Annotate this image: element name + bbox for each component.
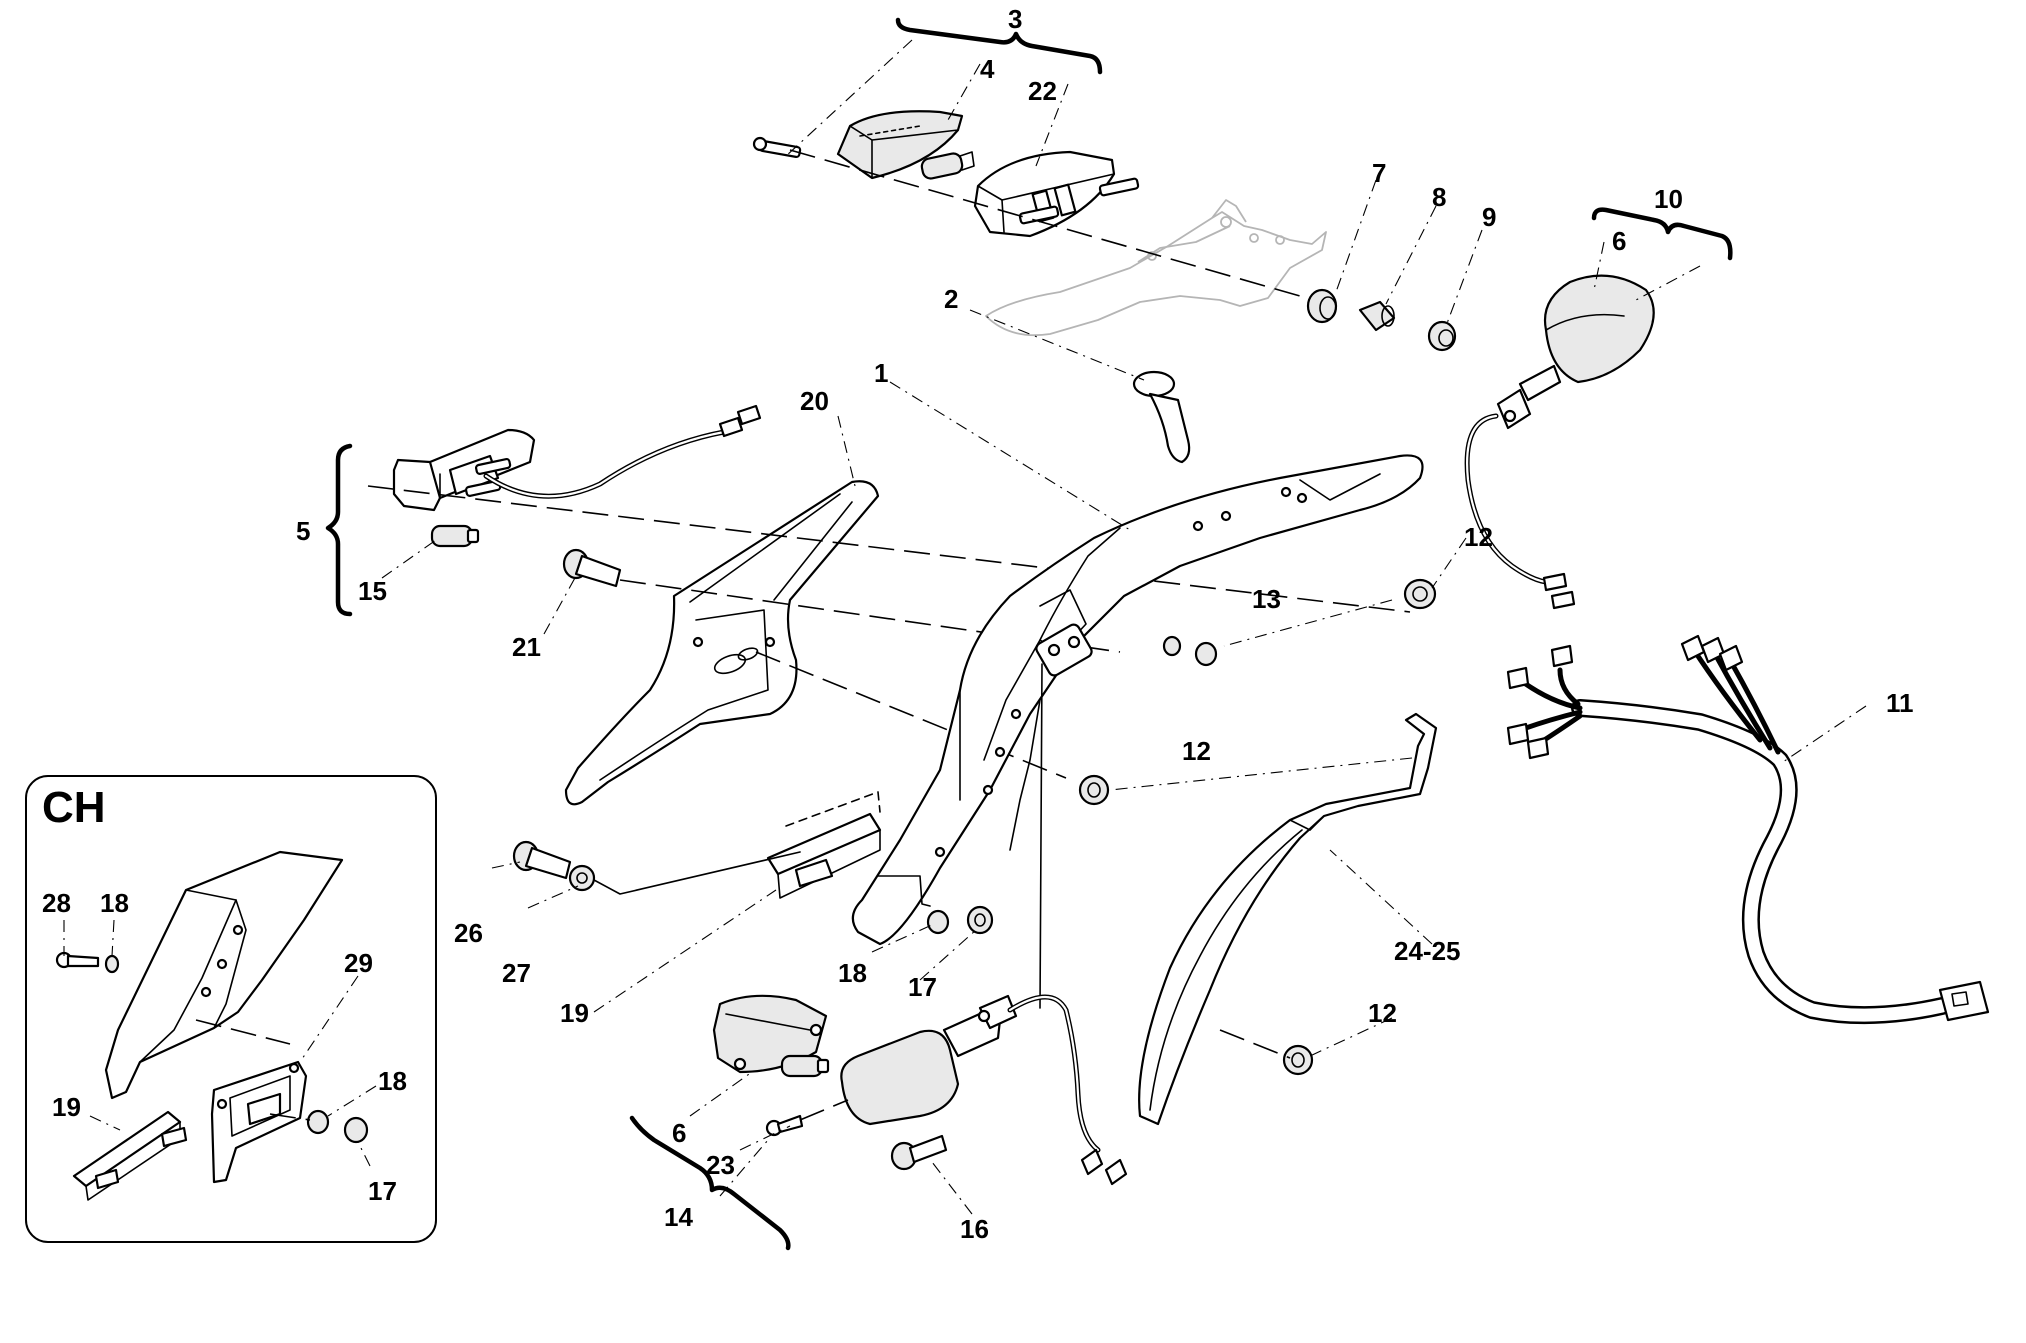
callout-8: 8 (1432, 182, 1446, 212)
tail-light-housing (973, 150, 1140, 238)
callout-15: 15 (358, 576, 387, 606)
plate-light-bulb (430, 524, 480, 548)
bolt-21 (562, 548, 622, 588)
tail-light-lens (836, 110, 964, 180)
inset-callout-28: 28 (42, 888, 71, 918)
washer-nut-13 (1162, 635, 1218, 667)
washer-18 (926, 909, 950, 935)
axis-tail-light (789, 149, 1301, 297)
axis-plate-bolt (755, 651, 1067, 779)
nut-12-strip (1282, 1044, 1314, 1076)
callout-20: 20 (800, 386, 829, 416)
inset-washer-18 (104, 954, 120, 974)
callout-1: 1 (874, 358, 888, 388)
inset-washer-18b (306, 1109, 330, 1135)
nut-17 (966, 905, 994, 935)
callout-26: 26 (454, 918, 483, 948)
callout-19: 19 (560, 998, 589, 1028)
indicator-screw-23 (765, 1114, 804, 1137)
inset-title: CH (42, 783, 106, 832)
callout-7: 7 (1372, 158, 1386, 188)
dashed-plate-bracket (785, 791, 881, 827)
callout-3: 3 (1008, 4, 1022, 34)
spacer-8 (1358, 300, 1396, 332)
nut-12-right (1403, 578, 1437, 610)
bracket-group-14 (629, 1115, 791, 1251)
cable-grommet (1132, 370, 1191, 464)
callout-22: 22 (1028, 76, 1057, 106)
line-washer-27 (593, 851, 801, 895)
callout-9: 9 (1482, 202, 1496, 232)
callout-6-left: 6 (672, 1118, 686, 1148)
tail-light-bulb (920, 151, 975, 180)
leader-lines (381, 39, 1867, 1215)
nut-9 (1427, 320, 1457, 352)
license-plate-light (392, 428, 536, 512)
callout-labels: 1 2 3 4 5 6 6 7 8 9 10 11 12 12 12 13 14… (296, 4, 1914, 1244)
nut-12-fender (1078, 774, 1110, 806)
inset-callout-18-right: 18 (378, 1066, 407, 1096)
left-indicator (840, 994, 1018, 1126)
bracket-group-10 (1591, 207, 1733, 261)
right-indicator (1496, 274, 1655, 430)
callout-14: 14 (664, 1202, 693, 1232)
callout-21: 21 (512, 632, 541, 662)
callout-11: 11 (1886, 688, 1914, 718)
inset-callout-19: 19 (52, 1092, 81, 1122)
axis-plate-light (367, 485, 1411, 613)
callout-2: 2 (944, 284, 958, 314)
plate-light-wire (483, 404, 762, 499)
inset-callout-29: 29 (344, 948, 373, 978)
callout-12-right: 12 (1464, 522, 1493, 552)
ch-inset: CH 28 18 (25, 775, 437, 1243)
bracket-group-3 (895, 17, 1103, 75)
callout-16: 16 (960, 1214, 989, 1244)
callout-10: 10 (1654, 184, 1683, 214)
callout-12-lower: 12 (1368, 998, 1397, 1028)
line-bracket-washer (877, 875, 931, 907)
washer-27 (568, 864, 596, 892)
mounting-line (1039, 663, 1043, 1009)
nut-7 (1306, 288, 1338, 324)
callout-23: 23 (706, 1150, 735, 1180)
callout-6-right: 6 (1612, 226, 1626, 256)
right-indicator-wire (1464, 413, 1576, 610)
callout-18: 18 (838, 958, 867, 988)
callout-12-middle: 12 (1182, 736, 1211, 766)
callout-13: 13 (1252, 584, 1281, 614)
axis-strip-nut (1219, 1029, 1291, 1059)
rear-frame-support (985, 199, 1327, 337)
callout-17: 17 (908, 972, 937, 1002)
indicator-reflector (712, 994, 828, 1074)
support-strip-24-25 (1138, 712, 1438, 1126)
axis-indicator (799, 1099, 849, 1121)
bracket-group-5 (325, 443, 353, 617)
indicator-bulb (780, 1054, 830, 1078)
callout-5: 5 (296, 516, 310, 546)
bolt-16 (890, 1134, 948, 1171)
rear-fender (851, 454, 1424, 946)
bolt-26 (512, 840, 572, 880)
wiring-harness (1506, 634, 1990, 1025)
license-plate-holder (564, 480, 880, 806)
inset-nut-17 (343, 1116, 369, 1144)
left-indicator-wire (1007, 994, 1128, 1186)
tail-light-screw (752, 136, 802, 159)
plate-bracket-19 (766, 812, 882, 899)
callout-4: 4 (980, 54, 995, 84)
callout-27: 27 (502, 958, 531, 988)
inset-callout-17: 17 (368, 1176, 397, 1206)
inset-callout-18-top: 18 (100, 888, 129, 918)
callout-24-25: 24-25 (1394, 936, 1461, 966)
